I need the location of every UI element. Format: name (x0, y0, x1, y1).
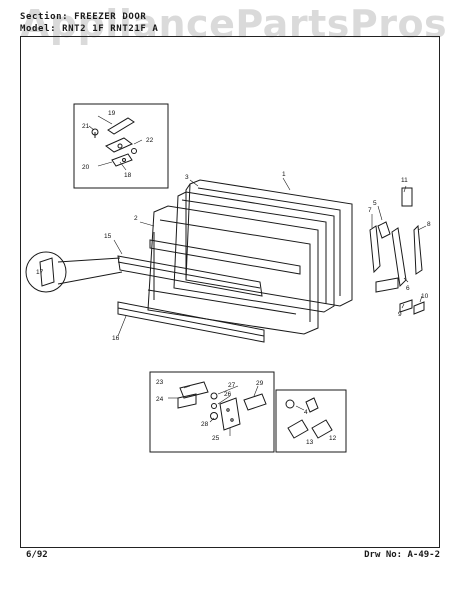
rail-end-detail-circle (25, 251, 123, 293)
inset-hinge-cap-box (73, 103, 169, 189)
callout-17: 17 (36, 269, 44, 276)
callout-16: 16 (112, 335, 120, 342)
callout-29: 29 (256, 380, 264, 387)
callout-24: 24 (156, 396, 164, 403)
callout-28: 28 (201, 421, 209, 428)
callout-1: 1 (282, 171, 286, 178)
revision-date: 6/92 (26, 550, 48, 560)
callout-25: 25 (212, 435, 220, 442)
callout-3: 3 (185, 174, 189, 181)
callout-5: 5 (373, 200, 377, 207)
inner-door-liner (147, 205, 319, 335)
callout-22: 22 (146, 137, 154, 144)
door-shelf-rail (117, 255, 263, 297)
callout-21: 21 (82, 123, 90, 130)
inset-hinge-cover-box (275, 389, 347, 453)
diagram-frame (20, 36, 440, 548)
door-gasket (173, 191, 335, 313)
callout-12: 12 (329, 435, 337, 442)
callout-7: 7 (368, 207, 372, 214)
door-handle-assembly (369, 187, 425, 315)
callout-labels: 1 2 3 4 5 6 7 8 9 10 11 12 13 15 16 17 1… (36, 110, 431, 446)
callout-10: 10 (421, 293, 429, 300)
callout-13: 13 (306, 439, 314, 446)
callout-26: 26 (224, 391, 232, 398)
callout-9: 9 (398, 311, 402, 318)
section-title: Section: FREEZER DOOR (20, 12, 147, 22)
callout-11: 11 (401, 177, 408, 184)
callout-18: 18 (124, 172, 132, 179)
inset-hinge-box (149, 371, 275, 453)
callout-20: 20 (82, 164, 90, 171)
callout-6: 6 (406, 285, 410, 292)
callout-23: 23 (156, 379, 164, 386)
callout-4: 4 (304, 409, 308, 416)
lower-door-shelf (117, 301, 265, 343)
model-line: Model: RNT2 1F RNT21F A (20, 24, 159, 34)
drawing-number: Drw No: A-49-2 (364, 550, 440, 560)
callout-15: 15 (104, 233, 112, 240)
outer-door-panel (185, 179, 353, 307)
callout-19: 19 (108, 110, 116, 117)
callout-2: 2 (134, 215, 138, 222)
callout-8: 8 (427, 221, 431, 228)
callout-leaders (88, 115, 427, 436)
callout-27: 27 (228, 382, 236, 389)
